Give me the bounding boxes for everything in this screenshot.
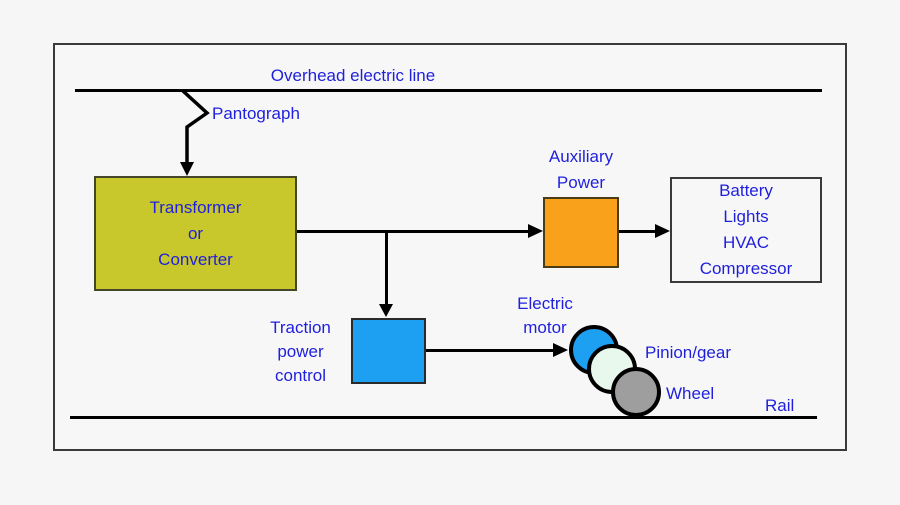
pantograph-icon bbox=[180, 89, 210, 176]
auxiliary-power-box bbox=[543, 197, 619, 268]
battery-line-3: HVAC bbox=[723, 233, 769, 252]
auxiliary-power-label-line-2: Power bbox=[556, 173, 606, 192]
traction-label-line-3: control bbox=[274, 366, 327, 385]
transformer-line-1: Transformer bbox=[149, 197, 242, 217]
auxiliary-power-label-line-1: Auxiliary bbox=[548, 147, 614, 166]
pantograph-label: Pantograph bbox=[212, 104, 300, 123]
electric-motor-label-line-2: motor bbox=[523, 318, 567, 337]
pinion-gear-label: Pinion/gear bbox=[645, 343, 732, 362]
battery-line-2: Lights bbox=[723, 207, 769, 226]
auxiliary-power-label: Auxiliary Power bbox=[521, 144, 641, 196]
arrowhead-to-motor bbox=[553, 343, 568, 357]
arrowhead-to-battery bbox=[655, 224, 670, 238]
battery-box: Battery Lights HVAC Compressor bbox=[670, 177, 822, 283]
traction-label: Traction power control bbox=[258, 316, 343, 388]
rail-line bbox=[70, 416, 817, 419]
traction-power-control-box bbox=[351, 318, 426, 384]
traction-label-line-1: Traction bbox=[270, 318, 331, 337]
overhead-line-label: Overhead electric line bbox=[270, 66, 436, 85]
arrowhead-to-auxiliary bbox=[528, 224, 543, 238]
transformer-box: Transformer or Converter bbox=[94, 176, 297, 291]
battery-line-4: Compressor bbox=[699, 259, 793, 278]
wheel-label: Wheel bbox=[666, 384, 715, 403]
wheel-circle bbox=[611, 367, 661, 417]
transformer-line-2: or bbox=[187, 223, 204, 243]
traction-label-line-2: power bbox=[277, 342, 324, 361]
arrowhead-to-traction bbox=[379, 304, 393, 317]
main-power-line bbox=[297, 230, 529, 233]
traction-branch-line bbox=[385, 230, 388, 306]
electric-motor-label: Electric motor bbox=[498, 292, 592, 340]
overhead-electric-line bbox=[75, 89, 822, 92]
rail-label: Rail bbox=[765, 396, 795, 415]
electric-motor-label-line-1: Electric bbox=[517, 294, 573, 313]
traction-to-motor-line bbox=[426, 349, 554, 352]
battery-line-1: Battery bbox=[719, 181, 773, 200]
auxiliary-to-battery-line bbox=[619, 230, 656, 233]
transformer-line-3: Converter bbox=[158, 249, 233, 269]
